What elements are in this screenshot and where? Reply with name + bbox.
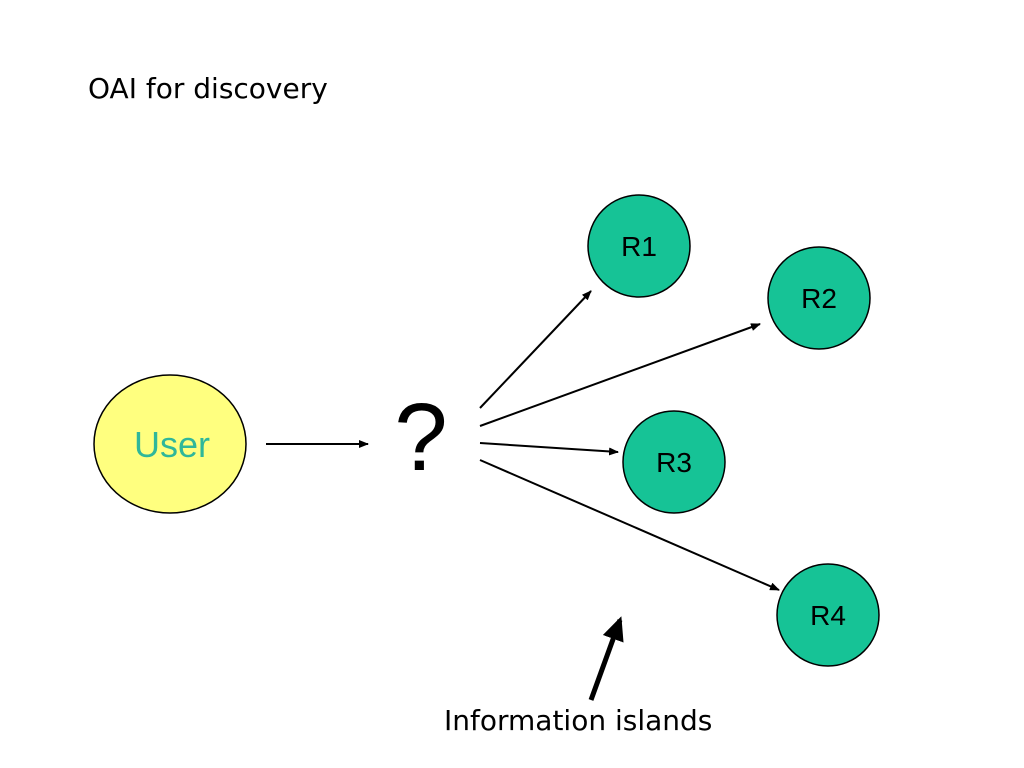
arrow-to-r1: [479, 290, 592, 409]
repository-circle: [776, 563, 880, 667]
repository-node-r3: R3: [622, 410, 726, 514]
arrow-to-r3: [479, 442, 619, 456]
repository-node-r1: R1: [587, 194, 691, 298]
unknown-symbol: ?: [394, 384, 447, 491]
user-label: User: [134, 424, 210, 465]
arrow-to-r4: [479, 459, 780, 591]
repository-label-r1: R1: [621, 231, 657, 262]
repository-label-r3: R3: [656, 447, 692, 478]
user-node: User: [93, 374, 247, 514]
caption-text: Information islands: [444, 704, 712, 737]
callout-arrow: [588, 616, 624, 701]
user-ellipse: [93, 374, 247, 514]
repository-label-r2: R2: [801, 283, 837, 314]
repository-node-r2: R2: [767, 246, 871, 350]
repository-circle: [622, 410, 726, 514]
repository-circle: [587, 194, 691, 298]
repository-node-r4: R4: [776, 563, 880, 667]
arrow-to-r2: [479, 323, 761, 427]
repository-label-r4: R4: [810, 600, 846, 631]
slide-title: OAI for discovery: [88, 72, 328, 105]
repository-circle: [767, 246, 871, 350]
